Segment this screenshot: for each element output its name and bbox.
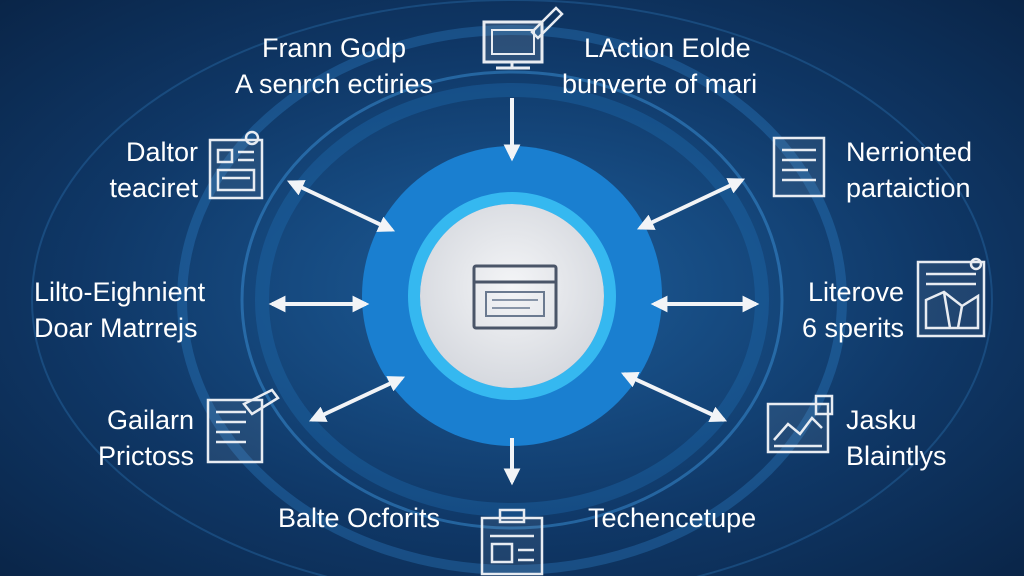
node-label-line: Balte Ocforits xyxy=(277,503,440,533)
window-screen-icon xyxy=(472,264,558,330)
node-label-line: teaciret xyxy=(109,173,198,203)
node-label-line: Gailarn xyxy=(106,405,194,435)
node-label-top: Frann Godp A senrch ectiries xyxy=(196,30,472,102)
node-label-mid-left: Lilto-Eighnient Doar Matrrejs xyxy=(34,274,274,346)
node-label-upper-left: Daltor teaciret xyxy=(40,134,198,206)
node-label-line: Literove xyxy=(807,277,904,307)
node-label-top-right: LAction Eolde bunverte of mari xyxy=(562,30,822,102)
node-label-line: bunverte of mari xyxy=(562,69,758,99)
clipboard-icon xyxy=(480,508,544,576)
node-label-line: Nerrionted xyxy=(846,137,973,167)
node-label-line: partaiction xyxy=(846,173,971,203)
node-label-line: Daltor xyxy=(125,137,198,167)
node-label-bottom-right: Techencetupe xyxy=(588,500,828,536)
hub-glow-ring xyxy=(408,192,616,400)
node-label-line: A senrch ectiries xyxy=(234,69,434,99)
connector-arrows xyxy=(268,98,760,486)
document-checklist-icon xyxy=(208,130,264,200)
node-label-line: Frann Godp xyxy=(261,33,407,63)
node-label-mid-right: Literove 6 sperits xyxy=(760,274,904,346)
node-label-line: Lilto-Eighnient xyxy=(34,277,206,307)
node-label-line: LAction Eolde xyxy=(584,33,751,63)
node-label-line: Techencetupe xyxy=(588,503,757,533)
node-label-bottom-left: Balte Ocforits xyxy=(196,500,440,536)
node-label-line: Doar Matrrejs xyxy=(34,313,198,343)
arrow-upper-right xyxy=(636,178,746,230)
arrow-lower-left xyxy=(308,376,406,422)
chart-image-icon xyxy=(766,394,834,454)
document-lines-icon xyxy=(772,136,826,198)
node-label-line: Blaintlys xyxy=(846,441,947,471)
node-label-line: Prictoss xyxy=(97,441,194,471)
node-label-upper-right: Nerrionted partaiction xyxy=(846,134,1022,206)
node-label-line: Jasku xyxy=(846,405,917,435)
map-document-icon xyxy=(916,257,986,338)
hub-core xyxy=(420,204,604,388)
node-label-lower-left: Gailarn Prictoss xyxy=(40,402,194,474)
center-hub xyxy=(362,146,662,446)
arrow-lower-right xyxy=(620,371,728,423)
monitor-pen-icon xyxy=(482,6,564,70)
node-label-line: 6 sperits xyxy=(801,313,904,343)
document-pen-icon xyxy=(206,388,280,464)
arrow-upper-left xyxy=(286,180,396,232)
node-label-lower-right: Jasku Blaintlys xyxy=(846,402,1016,474)
